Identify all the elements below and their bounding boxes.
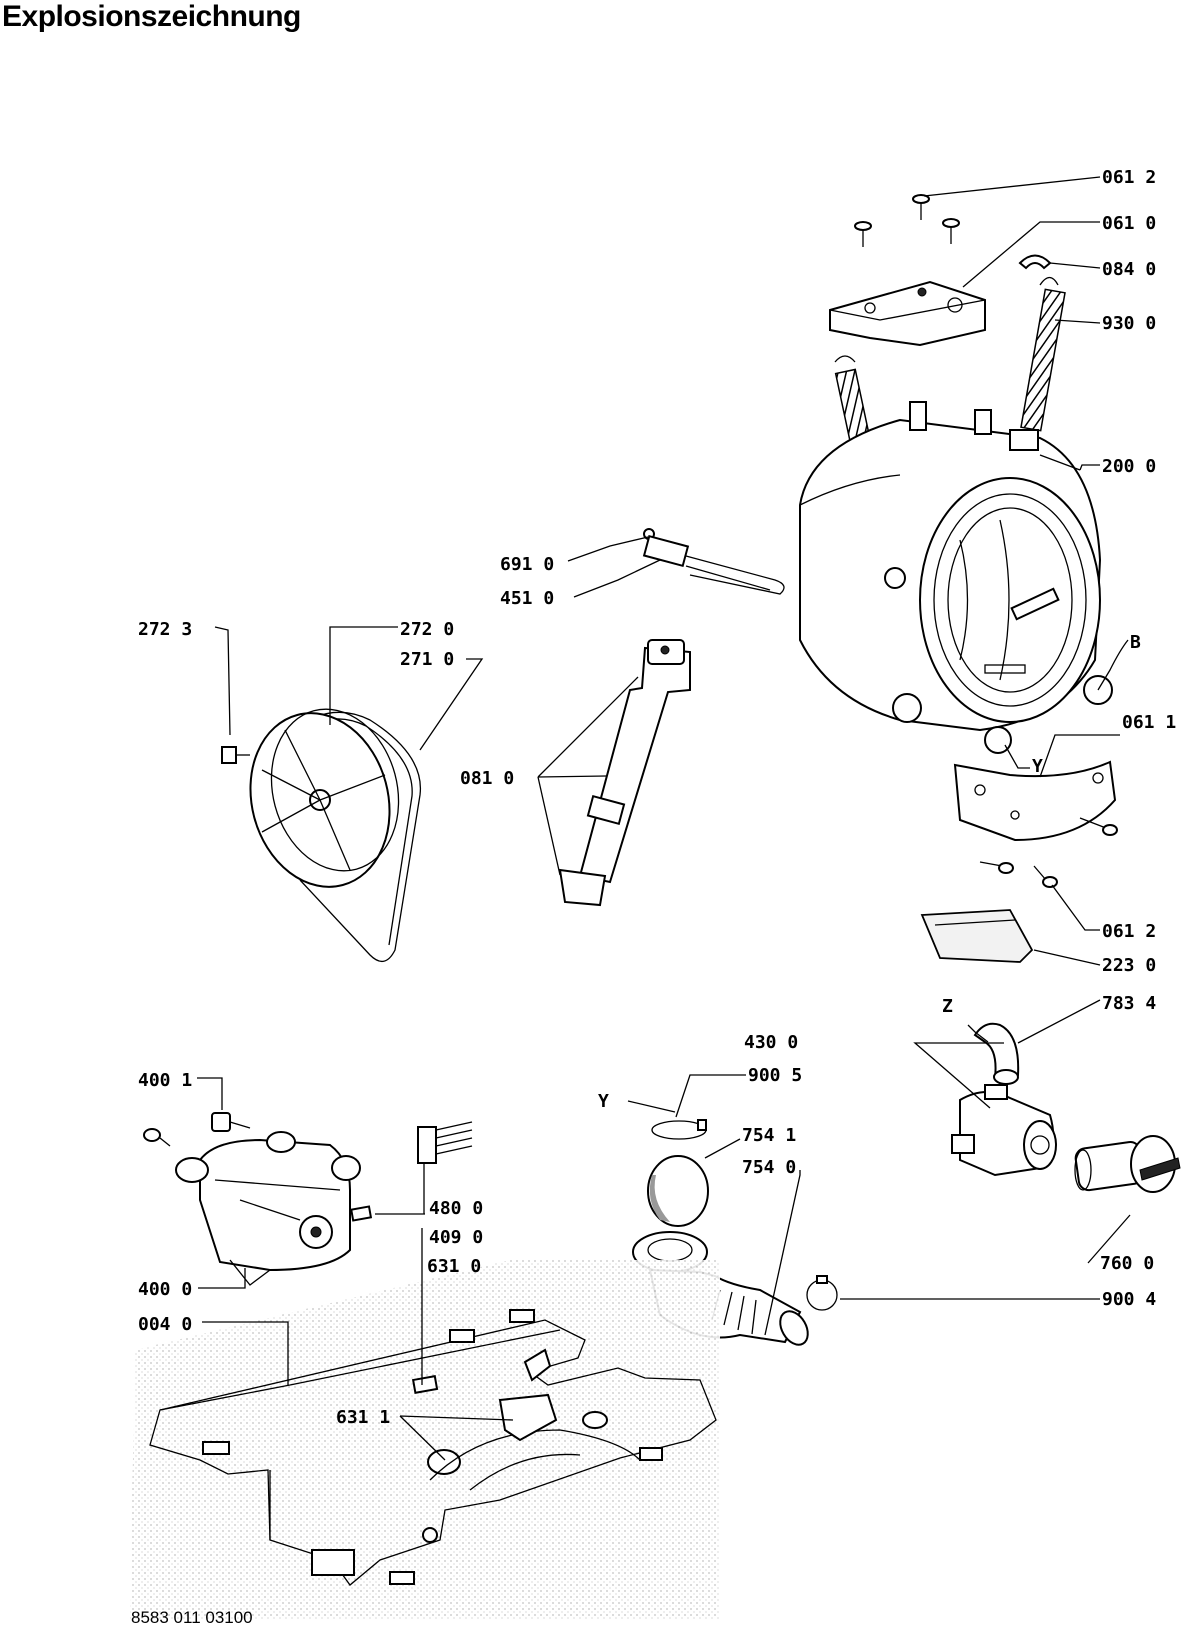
screw-icon [1079, 817, 1118, 836]
part-label: 272 3 [138, 619, 192, 640]
part-label: 480 0 [429, 1198, 483, 1219]
screw-icon [854, 221, 872, 247]
document-number: 8583 011 03100 [131, 1608, 253, 1627]
part-label: 409 0 [429, 1227, 483, 1248]
part-label: 451 0 [500, 588, 554, 609]
carbon-brush [350, 1205, 373, 1222]
part-label: Y [598, 1091, 609, 1112]
part-label: 084 0 [1102, 259, 1156, 280]
pulley-screw [221, 746, 250, 764]
top-screw-group [854, 194, 960, 247]
part-label: Y [1032, 756, 1043, 777]
motor-screw [143, 1128, 171, 1147]
part-label: 754 1 [742, 1125, 796, 1146]
screw-icon [1033, 865, 1058, 888]
part-label: B [1130, 632, 1141, 653]
part-label: 400 1 [138, 1070, 192, 1091]
motor [175, 1131, 361, 1286]
pulley [249, 708, 400, 888]
page-title: Explosionszeichnung [2, 0, 301, 33]
part-label: 754 0 [742, 1157, 796, 1178]
screw-icon [942, 218, 960, 244]
tub [799, 401, 1113, 754]
part-label: 271 0 [400, 649, 454, 670]
part-label: 061 0 [1102, 213, 1156, 234]
part-label: 400 0 [138, 1279, 192, 1300]
shock-absorber [558, 639, 691, 907]
part-label: 061 2 [1102, 921, 1156, 942]
hose-clamp [806, 1275, 838, 1311]
base-clip [411, 1375, 439, 1394]
drain-pump [951, 1084, 1057, 1177]
heating-element [642, 528, 785, 595]
part-label: Z [942, 996, 953, 1017]
part-label: 430 0 [744, 1032, 798, 1053]
wiring-connector [417, 1121, 473, 1164]
part-label: 631 1 [336, 1407, 390, 1428]
front-counterweight [920, 909, 1034, 963]
part-label: 004 0 [138, 1314, 192, 1335]
part-label: 200 0 [1102, 456, 1156, 477]
label-layer: 061 2 061 0 084 0 930 0 200 0 B 061 1 Y … [138, 167, 1176, 1428]
part-label: 930 0 [1102, 313, 1156, 334]
part-label: 081 0 [460, 768, 514, 789]
tub-bracket [953, 760, 1117, 842]
part-label: 631 0 [427, 1256, 481, 1277]
part-label: 783 4 [1102, 993, 1156, 1014]
part-label: 061 1 [1122, 712, 1176, 733]
part-label: 691 0 [500, 554, 554, 575]
spring-clip [1018, 254, 1052, 270]
part-label: 272 0 [400, 619, 454, 640]
part-label: 760 0 [1100, 1253, 1154, 1274]
screw-icon [979, 861, 1014, 874]
part-label: 900 4 [1102, 1289, 1156, 1310]
top-counterweight [829, 280, 986, 347]
leader-lines [197, 176, 1131, 1461]
suspension-spring-right [1020, 276, 1066, 432]
part-label: 223 0 [1102, 955, 1156, 976]
motor-screw [211, 1112, 251, 1132]
part-label: 061 2 [1102, 167, 1156, 188]
pump-hose [973, 1022, 1020, 1085]
pump-filter [1074, 1135, 1181, 1193]
part-label: 900 5 [748, 1065, 802, 1086]
ring-clamp [651, 1119, 707, 1140]
screw-icon [912, 194, 930, 220]
ball [647, 1155, 709, 1227]
